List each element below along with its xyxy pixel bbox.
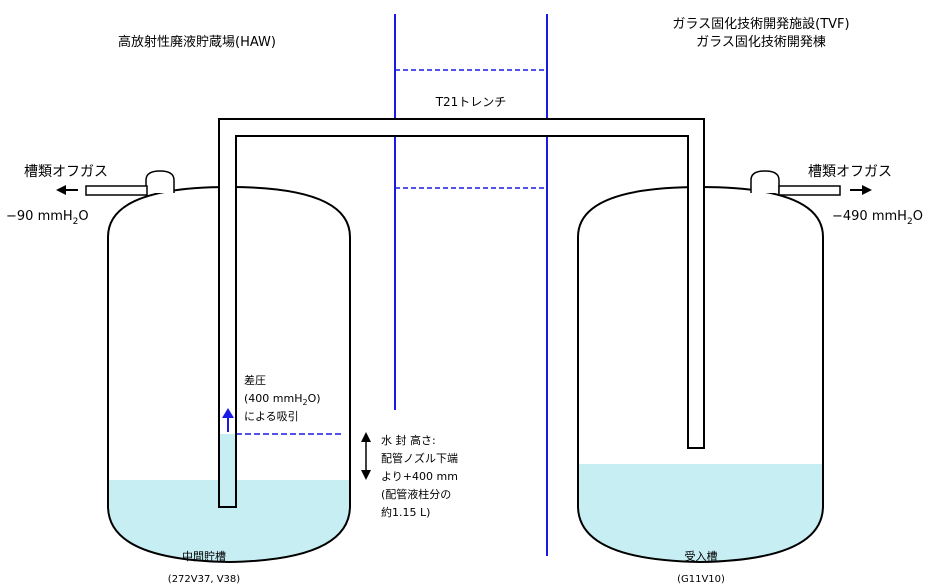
right-facility-line2: ガラス固化技術開発棟 xyxy=(696,35,826,50)
seal-line2: 配管ノズル下端 xyxy=(381,451,458,465)
seal-line3: より+400 mm xyxy=(381,470,458,483)
right-offgas-label: 槽類オフガス xyxy=(808,164,892,180)
pipe-liquid xyxy=(220,434,235,506)
right-tank-id: (G11V10) xyxy=(677,574,725,585)
seal-line5: 約1.15 L) xyxy=(381,505,430,519)
left-offgas-pipe xyxy=(85,185,148,196)
right-tank xyxy=(577,170,841,564)
right-offgas-pressure: −490 mmH2O xyxy=(832,209,923,227)
left-facility-title: 高放射性廃液貯蔵場(HAW) xyxy=(118,34,276,50)
right-tank-name: 受入槽 xyxy=(685,550,718,563)
seal-line1: 水 封 高さ: xyxy=(381,433,436,447)
left-tank xyxy=(85,170,351,564)
seal-line4: (配管液柱分の xyxy=(381,487,451,501)
right-offgas-pipe xyxy=(778,185,841,196)
trench-label: T21トレンチ xyxy=(435,95,507,109)
suction-line3: による吸引 xyxy=(244,409,299,423)
right-tank-liquid xyxy=(578,464,823,562)
left-offgas-label: 槽類オフガス xyxy=(24,164,108,180)
right-tank-outline xyxy=(577,185,824,564)
right-facility-line1: ガラス固化技術開発施設(TVF) xyxy=(672,16,849,32)
left-tank-name: 中間貯槽 xyxy=(182,550,226,563)
right-offgas-arrow-icon xyxy=(850,185,872,195)
suction-arrow-icon xyxy=(222,408,234,432)
left-tank-liquid xyxy=(108,480,350,562)
left-offgas-pressure: −90 mmH2O xyxy=(6,209,89,227)
left-tank-id: (272V37, V38) xyxy=(168,574,240,585)
right-offgas-dome xyxy=(750,170,780,193)
seal-height-arrow-icon xyxy=(361,432,371,480)
transfer-pipe xyxy=(218,118,705,508)
left-offgas-arrow-icon xyxy=(56,185,78,195)
suction-line2: (400 mmH2O) xyxy=(244,392,321,407)
suction-line1: 差圧 xyxy=(244,373,266,387)
left-offgas-dome xyxy=(145,170,175,193)
